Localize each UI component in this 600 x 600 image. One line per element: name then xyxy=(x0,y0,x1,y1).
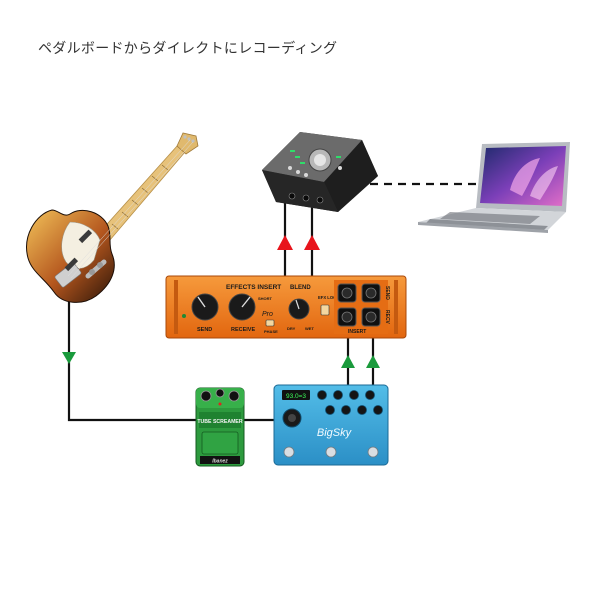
bigsky-knob-6[interactable] xyxy=(341,405,351,415)
short-label: SHORT xyxy=(258,296,273,301)
tube-screamer-footswitch[interactable] xyxy=(201,431,239,455)
receive-knob-label: RECEIVE xyxy=(231,327,255,333)
pro-logo: Pro xyxy=(262,311,273,318)
phase-switch[interactable] xyxy=(265,319,275,327)
bigsky-footswitch-c[interactable] xyxy=(367,446,379,458)
laptop-image xyxy=(418,142,570,233)
page-title: ペダルボードからダイレクトにレコーディング xyxy=(38,41,338,57)
bigsky-param-knobs xyxy=(317,390,383,415)
arrow-up-apollo-a xyxy=(277,235,293,250)
ibanez-logo: Ibanez xyxy=(212,459,228,465)
bigsky-footswitch-a[interactable] xyxy=(283,446,295,458)
arrow-up-interface-a xyxy=(341,355,355,368)
insert-label: INSERT xyxy=(348,329,366,335)
arrow-down-guitar xyxy=(62,352,76,364)
arrow-up-interface-b xyxy=(366,355,380,368)
bigsky-knob-2[interactable] xyxy=(333,390,343,400)
bigsky-reverb-pedal: 93.0=3 BigSky xyxy=(273,384,389,466)
efx-loop-switch[interactable] xyxy=(320,304,330,316)
cable-guitar-to-tubescreamer xyxy=(67,300,196,422)
send-knob-label: SEND xyxy=(197,327,212,333)
bigsky-logo: BigSky xyxy=(317,427,353,439)
bigsky-knob-4[interactable] xyxy=(365,390,375,400)
effects-insert-label: EFFECTS INSERT xyxy=(226,284,281,291)
drive-knob[interactable] xyxy=(200,390,212,402)
tube-screamer-pedal: TUBE SCREAMER Ibanez xyxy=(195,387,245,467)
electric-guitar-image xyxy=(26,132,199,303)
send-jack-label: SEND xyxy=(384,286,390,300)
apollo-audio-interface-image xyxy=(262,132,378,212)
blend-label: BLEND xyxy=(290,285,311,291)
efx-loop-label: EFX LOOP xyxy=(318,295,339,300)
bigsky-knob-7[interactable] xyxy=(357,405,367,415)
wet-label: WET xyxy=(305,326,314,331)
recv-jack-label: RECV xyxy=(384,310,390,325)
bigsky-knob-1[interactable] xyxy=(317,390,327,400)
tube-screamer-name: TUBE SCREAMER xyxy=(197,419,243,425)
effects-insert-interface: EFFECTS INSERT SEND RECEIVE SHORT Pro PH… xyxy=(165,275,407,339)
jack-grid xyxy=(337,283,381,327)
level-knob[interactable] xyxy=(228,390,240,402)
dry-label: DRY xyxy=(287,326,296,331)
bigsky-knob-5[interactable] xyxy=(325,405,335,415)
arrow-up-apollo-b xyxy=(304,235,320,250)
phase-label: PHASE xyxy=(264,329,278,334)
bigsky-knob-3[interactable] xyxy=(349,390,359,400)
bigsky-knob-8[interactable] xyxy=(373,405,383,415)
bigsky-display: 93.0=3 xyxy=(286,393,306,400)
tone-knob[interactable] xyxy=(215,388,225,398)
bigsky-footswitch-b[interactable] xyxy=(325,446,337,458)
